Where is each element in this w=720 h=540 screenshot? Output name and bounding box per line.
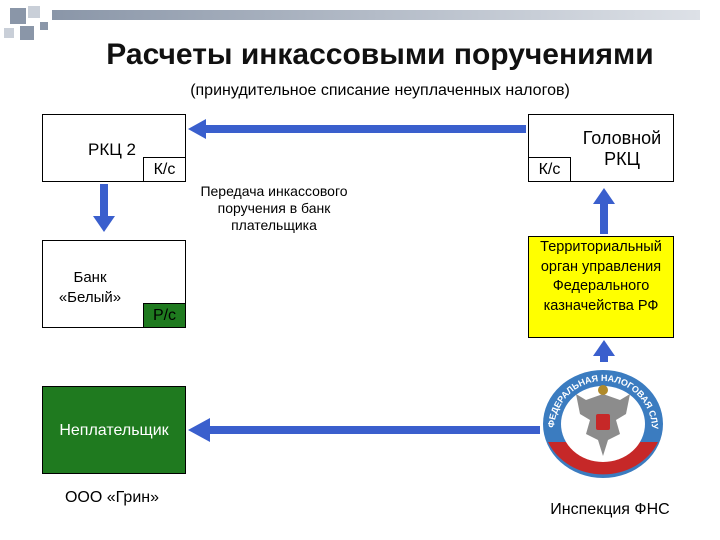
arrow-fns-to-nonpayer [188, 418, 540, 442]
arrow-fns-to-treasury [593, 340, 615, 362]
bank-account-box [143, 303, 186, 328]
head-rkc-account-label: К/с [538, 161, 561, 178]
rkc2-account-label: К/с [153, 161, 176, 178]
transfer-note: Передача инкассового поручения в банк пл… [200, 183, 348, 233]
nonpayer-caption: ООО «Грин» [64, 489, 159, 506]
fns-emblem-icon: ФЕДЕРАЛЬНАЯ НАЛОГОВАЯ СЛУЖБА [536, 364, 663, 478]
arrow-treasury-to-head-rkc [593, 188, 615, 234]
deco-square [20, 26, 34, 40]
deco-square [4, 28, 14, 38]
head-rkc-account-box [528, 157, 571, 182]
rkc2-label: РКЦ 2 [88, 140, 136, 159]
bank-label: Банк «Белый» [58, 269, 122, 306]
deco-square [40, 22, 48, 30]
arrow-rkc2-to-bank [93, 184, 115, 232]
treasury-box [528, 236, 674, 338]
nonpayer-label: Неплательщик [59, 422, 169, 439]
deco-square [10, 8, 26, 24]
nonpayer-box [42, 386, 186, 474]
page-subtitle: (принудительное списание неуплаченных на… [190, 82, 570, 99]
fns-caption: Инспекция ФНС [550, 501, 670, 518]
treasury-label: Территориальный орган управления Федерал… [540, 239, 662, 314]
head-rkc-label: Головной РКЦ [582, 128, 662, 169]
arrow-head-rkc-to-rkc2 [188, 119, 526, 139]
bank-account-label: Р/с [152, 307, 177, 324]
bank-box [42, 240, 186, 328]
rkc2-account-box [143, 157, 186, 182]
deco-bar [52, 10, 700, 20]
deco-square [28, 6, 40, 18]
page-title: Расчеты инкассовыми поручениями [106, 38, 654, 71]
